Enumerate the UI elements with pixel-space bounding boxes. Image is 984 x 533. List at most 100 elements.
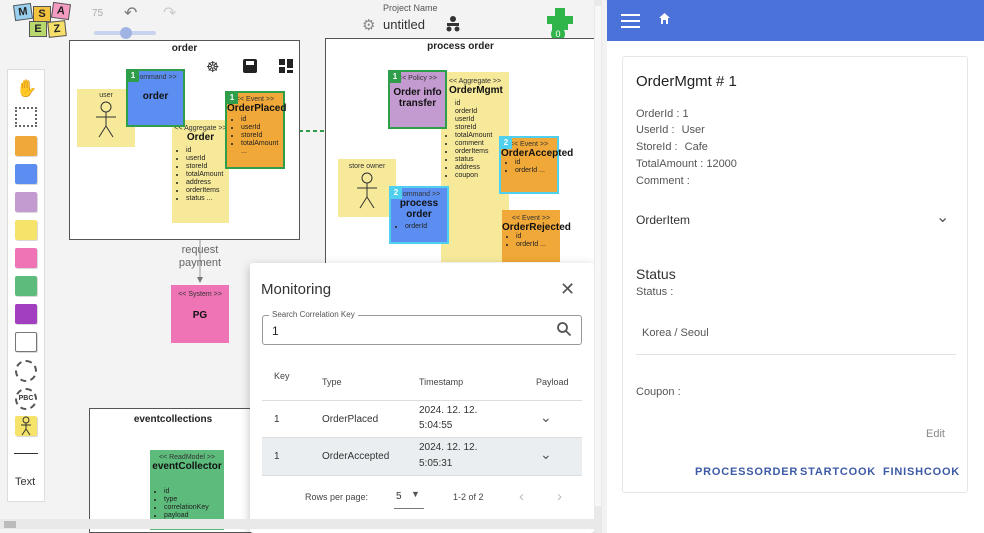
undo-icon[interactable]: ↶ (124, 5, 138, 22)
close-icon[interactable]: ✕ (560, 279, 576, 299)
external-system-sticker[interactable] (15, 248, 37, 268)
event-fields: id userId storeId totalAmount ... (227, 116, 283, 156)
ordermgmt-aggregate[interactable]: << Aggregate >> OrderMgmt id orderId use… (441, 72, 509, 262)
aggregate-sticker[interactable] (15, 220, 37, 240)
share-users-icon[interactable] (444, 15, 462, 33)
element-palette: ✋ PBC Text (7, 69, 45, 502)
pg-external-system[interactable]: << System >> PG (171, 285, 229, 343)
order-command[interactable]: 1 Command >> order (126, 69, 185, 127)
actor-sticker[interactable] (15, 416, 37, 436)
scrollbar-thumb[interactable] (595, 6, 601, 506)
orderaccepted-event[interactable]: 2 << Event >> OrderAccepted id orderId .… (499, 136, 573, 194)
vertical-scrollbar[interactable] (594, 0, 602, 533)
modeling-canvas[interactable]: M S A E Z 75 ↶ ↷ Project Name ⚙ untitled… (0, 0, 600, 533)
line-tool-icon[interactable] (14, 453, 38, 454)
project-name-input[interactable]: untitled (383, 17, 425, 32)
order-aggregate[interactable]: << Aggregate >> Order id userId storeId … (172, 120, 229, 223)
field-storeid: StoreId : Cafe (636, 141, 708, 153)
command-sticker[interactable] (15, 164, 37, 184)
issue-sticker[interactable] (15, 304, 37, 324)
orderitem-label: OrderItem (636, 213, 691, 227)
save-icon[interactable] (243, 59, 257, 73)
aggregate-fields: id orderId userId storeId totalAmount co… (441, 100, 509, 180)
table-row[interactable]: 1 OrderPlaced 2024. 12. 12. 5:04:55 ⌄ (262, 401, 582, 437)
policy-name: Order info transfer (393, 87, 442, 109)
field-item: id (516, 233, 560, 241)
policy-sticker[interactable] (15, 192, 37, 212)
scrollbar-thumb[interactable] (4, 521, 16, 528)
command-number: 2 (390, 187, 402, 199)
field-value: 12000 (706, 158, 737, 170)
table-row[interactable]: 1 OrderAccepted 2024. 12. 12. 5:05:31 ⌄ (262, 438, 582, 475)
menu-hamburger-icon[interactable] (621, 14, 640, 29)
readmodel-sticker[interactable] (15, 276, 37, 296)
column-header-timestamp: Timestamp (419, 377, 464, 387)
next-page-icon[interactable]: › (557, 488, 562, 505)
field-item: orderId ... (516, 241, 560, 249)
user-actor[interactable]: user (77, 89, 135, 147)
field-item: status ... (186, 195, 229, 203)
field-item: orderId (405, 223, 447, 231)
rows-per-page-select[interactable]: 5 ▼ (394, 489, 424, 509)
search-field-value: 1 (272, 324, 279, 338)
monitoring-dialog: Monitoring ✕ Search Correlation Key 1 Ke… (250, 263, 594, 533)
lasso-select-icon[interactable] (15, 107, 37, 127)
eventcollector-readmodel[interactable]: << ReadModel >> eventCollector id type c… (150, 450, 224, 530)
address-field[interactable]: Korea / Seoul (636, 319, 956, 355)
field-item: id (241, 116, 283, 124)
field-item: userId (241, 124, 283, 132)
home-icon[interactable] (658, 12, 671, 25)
actor-label: user (99, 92, 113, 99)
aggregate-fields: id userId storeId totalAmount address or… (172, 147, 229, 203)
aggregate-type: << Aggregate >> (448, 78, 502, 85)
field-item: userId (455, 116, 509, 124)
rows-per-page-value: 5 (396, 491, 402, 502)
event-type: << Event >> (235, 96, 275, 103)
zoom-slider-handle[interactable] (120, 27, 132, 39)
hand-pan-icon[interactable]: ✋ (16, 79, 38, 98)
edit-button[interactable]: Edit (926, 428, 945, 440)
bounded-context-title: order (171, 43, 198, 54)
package-circle-icon[interactable] (15, 360, 37, 382)
pbc-icon[interactable]: PBC (15, 388, 37, 410)
event-number: 2 (500, 137, 512, 149)
table-divider (262, 475, 582, 476)
request-payment-label: request payment (178, 244, 222, 269)
field-item: address (186, 179, 229, 187)
kubernetes-icon[interactable]: ☸ (206, 59, 220, 76)
field-item: address (455, 164, 509, 172)
processorder-button[interactable]: PROCESSORDER (695, 466, 799, 478)
event-fields: id orderId ... (501, 159, 557, 175)
layout-grid-icon[interactable] (279, 59, 293, 73)
search-icon[interactable] (556, 321, 572, 337)
chevron-down-icon: ⌄ (936, 209, 950, 226)
startcook-button[interactable]: STARTCOOK (800, 466, 877, 478)
order-info-transfer-policy[interactable]: 1 << Policy >> Order info transfer (388, 70, 447, 129)
orderrejected-event[interactable]: << Event >> OrderRejected id orderId ... (502, 210, 571, 262)
readmodel-fields: id type correlationKey payload (150, 488, 224, 520)
text-tool[interactable]: Text (15, 476, 36, 488)
process-order-command[interactable]: 2 Command >> process order orderId (389, 186, 449, 244)
prev-page-icon[interactable]: ‹ (519, 488, 524, 505)
expand-chevron-icon[interactable]: ⌄ (540, 409, 552, 425)
redo-icon[interactable]: ↷ (163, 5, 177, 22)
ordermgmt-card: OrderMgmt # 1 OrderId : 1 UserId : User … (622, 56, 968, 493)
correlation-key-search-input[interactable]: Search Correlation Key 1 (262, 310, 582, 345)
row-timestamp-date: 2024. 12. 12. (419, 405, 478, 416)
field-item: status (455, 156, 509, 164)
field-userid: UserId : User (636, 124, 705, 136)
horizontal-scrollbar[interactable] (0, 519, 594, 529)
event-sticker[interactable] (15, 136, 37, 156)
table-divider (262, 437, 582, 438)
field-item: orderItems (186, 187, 229, 195)
orderitem-expander[interactable]: OrderItem ⌄ (636, 208, 956, 232)
orderplaced-event[interactable]: 1 << Event >> OrderPlaced id userId stor… (225, 91, 286, 169)
finishcook-button[interactable]: FINISHCOOK (883, 466, 961, 478)
expand-chevron-icon[interactable]: ⌄ (540, 446, 552, 462)
bounded-context-sticker[interactable] (15, 332, 37, 352)
settings-gear-icon[interactable]: ⚙ (362, 17, 376, 34)
dropdown-arrow-icon: ▼ (411, 489, 420, 499)
zoom-slider[interactable] (94, 27, 156, 39)
store-owner-actor[interactable]: store owner (338, 159, 396, 217)
event-fields: id orderId ... (502, 233, 560, 249)
